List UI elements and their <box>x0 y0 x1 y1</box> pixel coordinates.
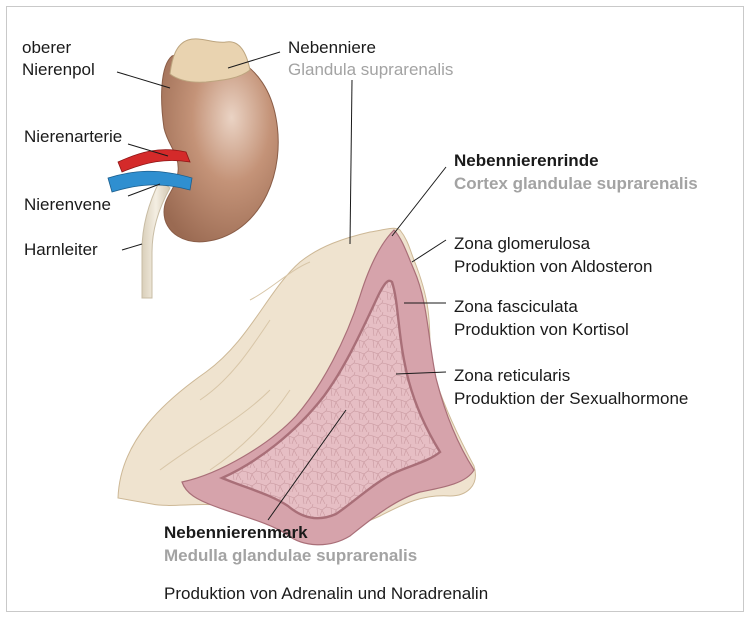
adrenal-cap <box>170 39 250 82</box>
label-cortex-la: Cortex glandulae suprarenalis <box>454 173 698 195</box>
label-renal-vein: Nierenvene <box>24 194 111 216</box>
label-ureter: Harnleiter <box>24 239 98 261</box>
label-renal-artery: Nierenarterie <box>24 126 122 148</box>
label-medulla-function: Produktion von Adrenalin und Noradrenali… <box>164 583 488 605</box>
label-reticularis-function: Produktion der Sexualhormone <box>454 388 688 410</box>
label-medulla-de: Nebennierenmark <box>164 522 308 544</box>
label-cortex-de: Nebennierenrinde <box>454 150 599 172</box>
label-zona-fasciculata: Zona fasciculata <box>454 296 578 318</box>
label-adrenal-la: Glandula suprarenalis <box>288 59 453 81</box>
label-zona-glomerulosa: Zona glomerulosa <box>454 233 590 255</box>
label-medulla-la: Medulla glandulae suprarenalis <box>164 545 417 567</box>
label-glomerulosa-function: Produktion von Aldosteron <box>454 256 652 278</box>
label-upper-pole-line1: oberer <box>22 37 71 59</box>
label-zona-reticularis: Zona reticularis <box>454 365 570 387</box>
leader-gland <box>350 80 352 244</box>
label-fasciculata-function: Produktion von Kortisol <box>454 319 629 341</box>
leader-glomerulosa <box>412 240 446 262</box>
ureter <box>142 180 170 298</box>
label-adrenal-de: Nebenniere <box>288 37 376 59</box>
leader-cortex <box>392 167 446 236</box>
kidney <box>108 39 278 298</box>
label-upper-pole-line2: Nierenpol <box>22 59 95 81</box>
leader-ureter <box>122 244 142 250</box>
adrenal-cross-section <box>118 228 475 544</box>
